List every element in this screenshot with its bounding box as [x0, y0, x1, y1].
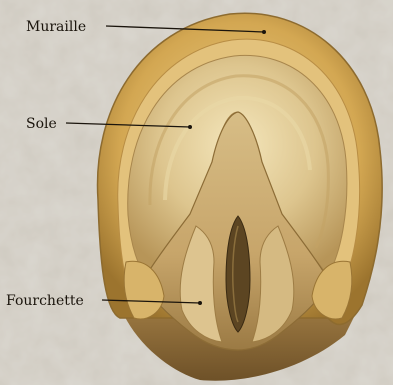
leader-dot-sole [188, 125, 192, 129]
leader-dot-frog [198, 301, 202, 305]
leader-dot-wall [262, 30, 266, 34]
label-wall: Muraille [26, 19, 86, 35]
label-frog: Fourchette [6, 293, 84, 309]
label-sole: Sole [26, 116, 57, 132]
